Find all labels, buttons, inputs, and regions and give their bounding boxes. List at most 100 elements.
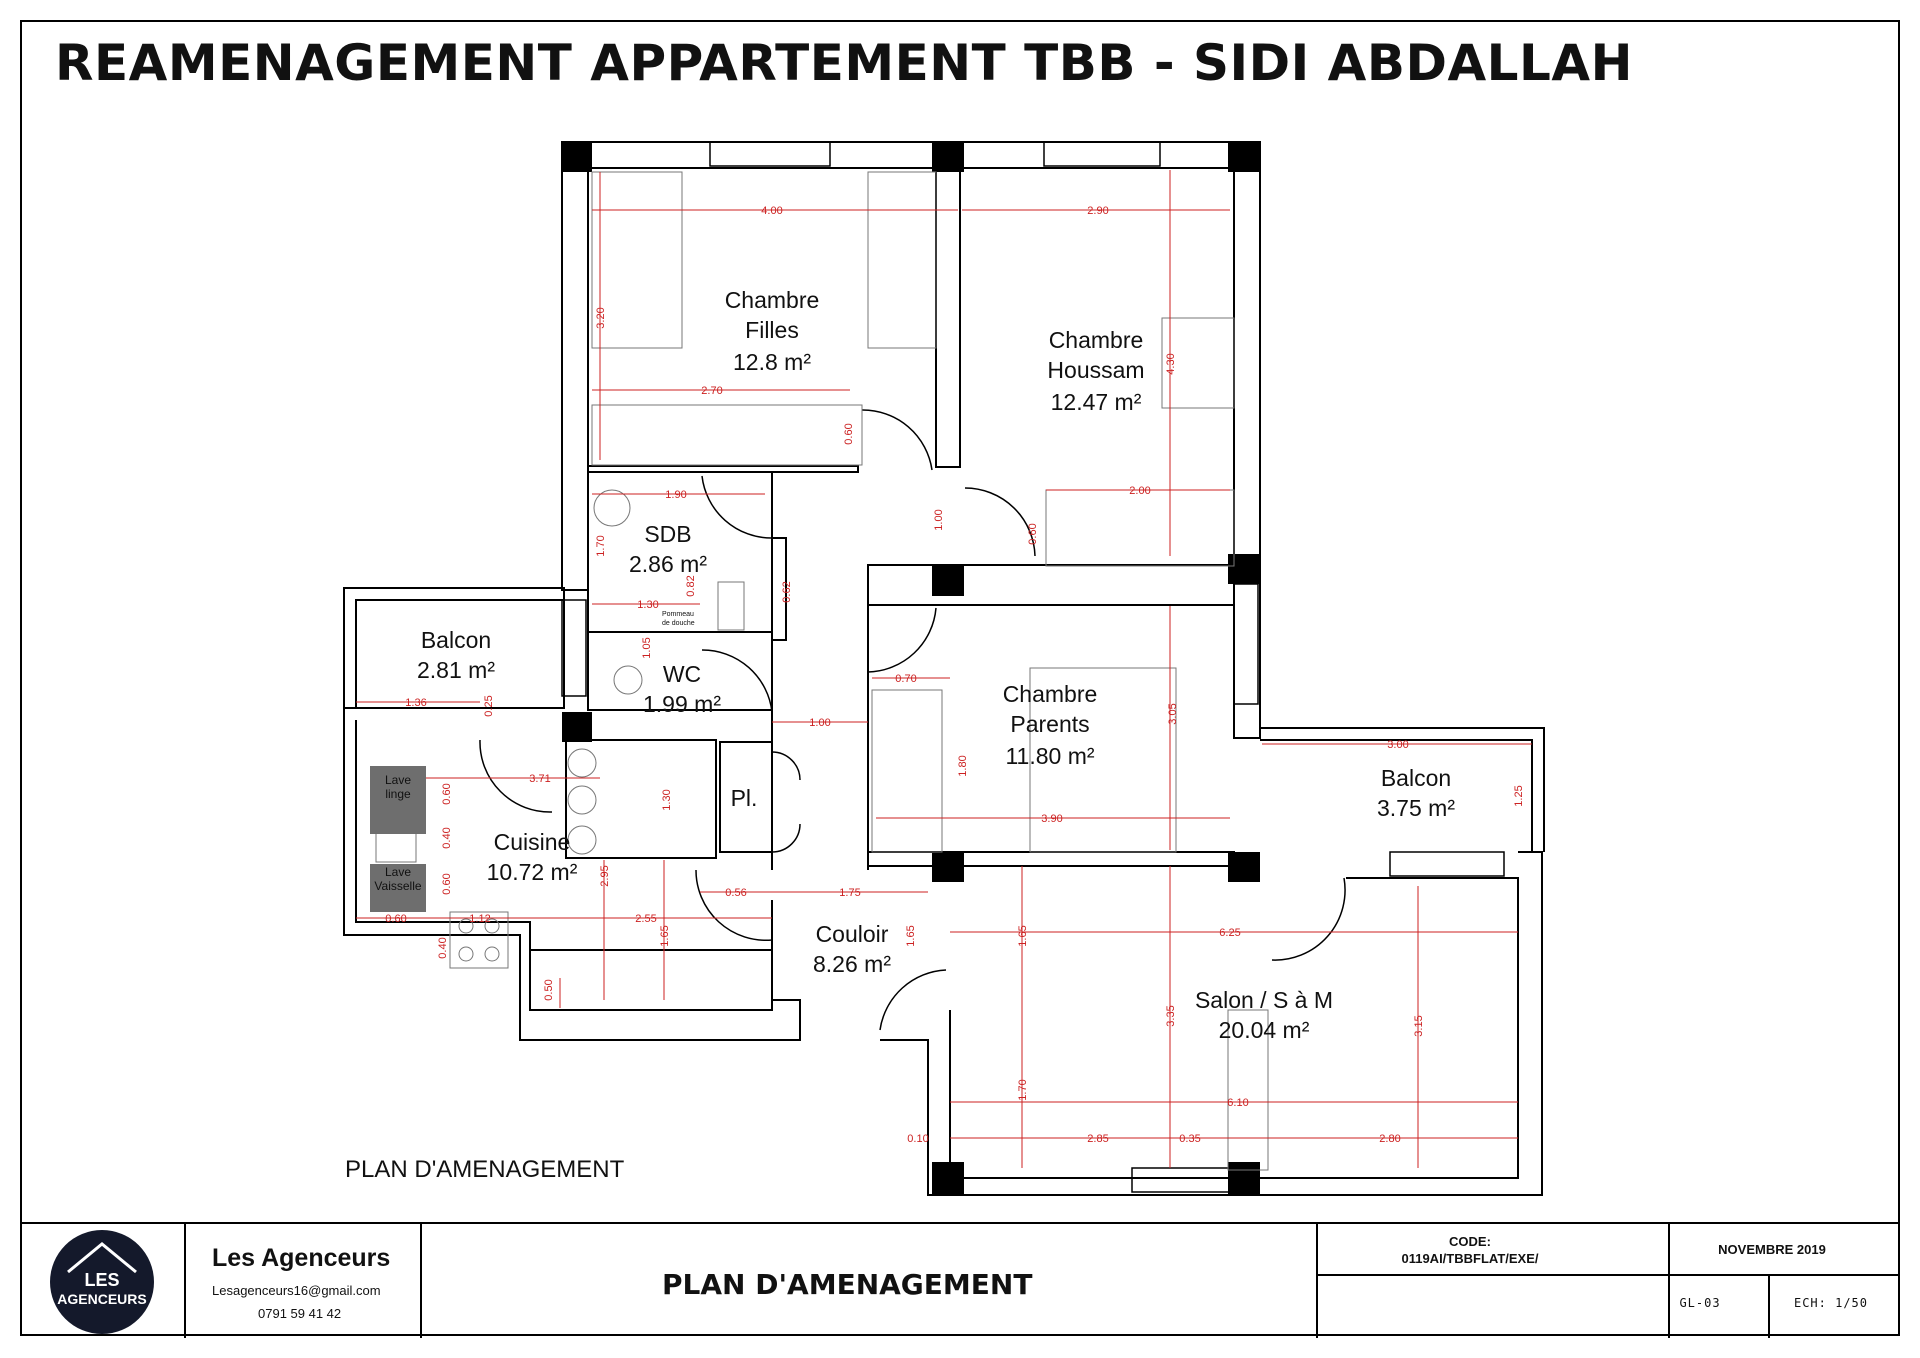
door-filles <box>861 409 933 471</box>
door-sdb <box>701 475 773 539</box>
wall-salon <box>880 851 1543 1196</box>
dim-label: 6.10 <box>1227 1097 1248 1109</box>
dim-label: 0.56 <box>725 887 746 899</box>
pommeau-label-1: Pommeau <box>662 611 694 618</box>
hob-ring <box>567 785 597 815</box>
hob-ring <box>567 748 597 778</box>
dim-label: 0.82 <box>685 575 697 596</box>
title-block-code-cell <box>1318 1224 1670 1338</box>
room-name: Filles <box>745 317 799 343</box>
lave-vaisselle-label-2: Vaisselle <box>374 879 421 893</box>
dim-label: 1.75 <box>839 887 860 899</box>
title-block <box>20 1222 1900 1338</box>
bed-filles-2 <box>867 171 937 349</box>
window <box>1043 141 1161 167</box>
column <box>932 1162 964 1194</box>
room-name: Couloir <box>816 921 889 947</box>
wall-left-filles <box>561 141 589 591</box>
dim-label: 0.35 <box>1179 1133 1200 1145</box>
dim-label: 4.00 <box>761 205 782 217</box>
sheet-number: GL-03 <box>1679 1296 1721 1310</box>
wall-top <box>561 141 1261 169</box>
dim-label: 0.25 <box>483 695 495 716</box>
date-value: NOVEMBRE 2019 <box>1718 1242 1826 1257</box>
furniture <box>375 171 1269 1171</box>
wall-salon-inner <box>949 877 1519 1179</box>
door-balcon-left <box>479 739 553 813</box>
door-kitchen <box>695 869 773 942</box>
dimension-lines <box>356 170 1532 1168</box>
dim-label: 2.95 <box>599 865 611 886</box>
dim-label: 1.30 <box>637 599 658 611</box>
balcon-right-outline <box>1260 727 1545 852</box>
sink-sdb <box>593 489 631 527</box>
wall-parents-bottom <box>867 851 1235 867</box>
room-name: Salon / S à M <box>1195 987 1333 1013</box>
room-name: Chambre <box>1049 327 1144 353</box>
lave-linge-label-1: Lave <box>385 773 411 787</box>
dim-label: 2.70 <box>701 385 722 397</box>
dim-label: 0.60 <box>385 913 406 925</box>
room-area: 12.8 m² <box>733 349 811 375</box>
room-name: Parents <box>1010 711 1089 737</box>
columns <box>562 142 1260 1194</box>
dim-label: 1.25 <box>1513 785 1525 806</box>
wall-parents-top <box>867 564 1235 606</box>
title-block-company-cell <box>186 1224 422 1338</box>
room-area: 2.81 m² <box>417 657 495 683</box>
title-block-logo-cell <box>20 1224 186 1338</box>
cooktop-ring <box>484 918 500 934</box>
room-name: Chambre <box>725 287 820 313</box>
lave-vaisselle-label-1: Lave <box>385 865 411 879</box>
column <box>932 852 964 882</box>
room-area: 12.47 m² <box>1051 389 1142 415</box>
dim-label: 3.20 <box>595 307 607 328</box>
dim-label: 3.05 <box>1167 703 1179 724</box>
dim-label: 3.90 <box>1041 813 1062 825</box>
dim-label: 1.90 <box>665 489 686 501</box>
door-salon <box>879 969 947 1031</box>
wall-cuisine <box>343 708 801 1041</box>
dim-label: 4.30 <box>1165 353 1177 374</box>
walls <box>343 141 1545 1196</box>
dim-label: 2.00 <box>1129 485 1150 497</box>
bed-filles-1 <box>591 171 683 349</box>
dim-label: 0.40 <box>437 937 449 958</box>
dim-label: 0.40 <box>441 827 453 848</box>
door-placard <box>771 751 801 853</box>
sheet-title: PLAN D'AMENAGEMENT <box>662 1268 1033 1301</box>
company-name: Les Agenceurs <box>212 1244 391 1272</box>
salon-table <box>1227 1009 1269 1171</box>
room-area: 20.04 m² <box>1219 1017 1310 1043</box>
title-block-divider <box>1768 1274 1770 1338</box>
title-block-title-cell <box>422 1224 1318 1338</box>
column <box>932 142 964 172</box>
dim-label: 3.71 <box>529 773 550 785</box>
bed-filles-3 <box>591 404 863 466</box>
company-phone: 0791 59 41 42 <box>258 1306 342 1321</box>
dim-label: 1.12 <box>469 913 490 925</box>
dim-label: 3.00 <box>1387 739 1408 751</box>
room-area: 10.72 m² <box>487 859 578 885</box>
hob-ring <box>567 825 597 855</box>
dim-label: 2.80 <box>1379 1133 1400 1145</box>
cooktop <box>449 911 509 969</box>
toilet-wc <box>613 665 643 695</box>
wall-filles-houssam <box>935 141 961 468</box>
dim-label: 2.55 <box>635 913 656 925</box>
lave-linge-label-2: linge <box>385 787 411 801</box>
room-name: Cuisine <box>494 829 571 855</box>
company-email[interactable]: Lesagenceurs16@gmail.com <box>212 1283 381 1298</box>
room-area: 8.26 m² <box>813 951 891 977</box>
bed-parents <box>1029 667 1177 853</box>
page-title: REAMENAGEMENT APPARTEMENT TBB - SIDI ABD… <box>55 34 1633 92</box>
room-name: Balcon <box>1381 765 1451 791</box>
lave-linge <box>370 766 426 834</box>
room-name: WC <box>663 661 701 687</box>
dimension-labels: 4.00 2.90 2.70 3.20 0.60 4.30 1.90 1.70 … <box>385 205 1525 1145</box>
room-name: Chambre <box>1003 681 1098 707</box>
code-value: 0119AI/TBBFLAT/EXE/ <box>1401 1251 1539 1266</box>
dim-label: 1.36 <box>405 697 426 709</box>
window <box>1389 851 1505 877</box>
